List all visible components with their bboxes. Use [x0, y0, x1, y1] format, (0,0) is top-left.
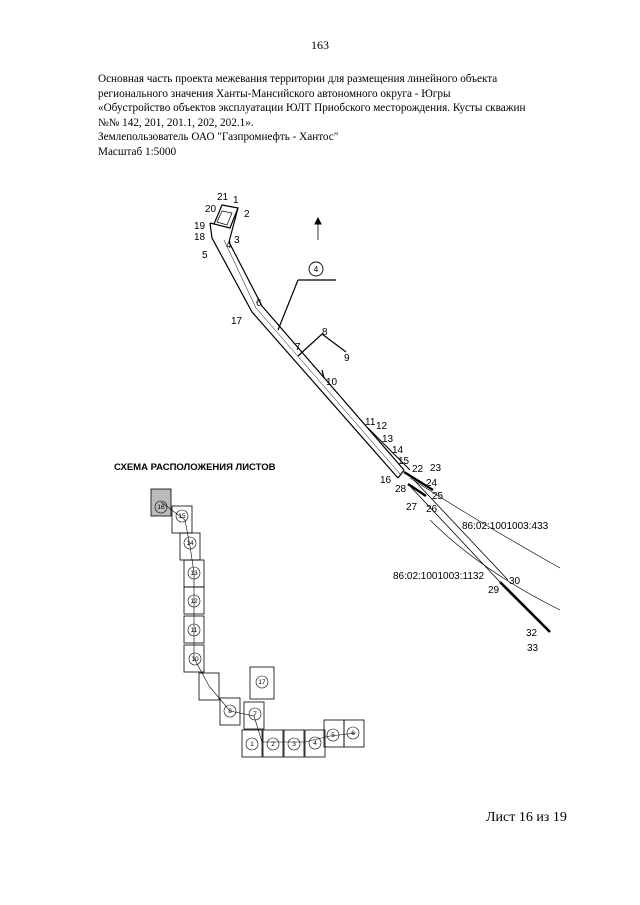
point-label-25: 25 — [432, 491, 444, 502]
header-line-2: регионального значения Ханты-Мансийского… — [98, 87, 451, 100]
pipeline-thick-2 — [407, 483, 427, 497]
parcel-boundary-1132 — [429, 519, 561, 611]
point-label-3: 3 — [234, 235, 240, 246]
schema-label-11: 11 — [191, 627, 198, 634]
point-label-16: 16 — [380, 475, 392, 486]
schema-sheet-4 — [304, 729, 326, 758]
point-label-12: 12 — [376, 421, 388, 432]
header-line-3: «Обустройство объектов эксплуатации ЮЛТ … — [98, 102, 526, 114]
schema-grid — [150, 488, 365, 758]
corridor-left-edge — [209, 222, 399, 479]
point-label-13: 13 — [382, 434, 394, 445]
schema-label-8: 8 — [228, 708, 232, 715]
corridor-end-cap — [397, 469, 405, 479]
point-label-11: 11 — [365, 417, 376, 428]
schema-label-13: 13 — [190, 570, 198, 577]
well-pad-inner — [216, 210, 233, 226]
point-label-24: 24 — [426, 478, 438, 489]
schema-sheet-1 — [241, 729, 263, 758]
schema-label-6: 6 — [351, 730, 355, 737]
header-line-6: Масштаб 1:5000 — [98, 145, 177, 158]
parcel-label-1132: 86:02:1001003:1132 — [393, 571, 484, 582]
header-line-5: Землепользователь ОАО "Газпромнефть - Ха… — [98, 131, 339, 143]
point-label-20: 20 — [205, 204, 217, 215]
sheet-marker-label: 4 — [314, 265, 319, 274]
north-arrow-icon — [314, 216, 322, 240]
sheet-marker-leader — [277, 279, 299, 331]
schema-sheet-3 — [283, 729, 305, 758]
point-label-14: 14 — [392, 445, 404, 456]
point-label-22: 22 — [412, 464, 424, 475]
schema-label-3: 3 — [292, 741, 296, 748]
schema-label-2: 2 — [271, 741, 275, 748]
schema-label-5: 5 — [331, 732, 335, 739]
pipeline-thick-1 — [403, 470, 434, 492]
document-header: Основная часть проекта межевания террито… — [98, 72, 568, 159]
point-label-26: 26 — [426, 504, 438, 515]
schema-label-12: 12 — [190, 598, 198, 605]
point-label-15: 15 — [398, 456, 410, 467]
pipeline-continuation — [403, 470, 561, 633]
schema-label-10: 10 — [191, 656, 199, 663]
schema-sheet-9 — [198, 672, 220, 701]
schema-sheet-labels: 16 15 14 13 12 11 10 8 7 17 1 2 3 4 5 6 — [157, 504, 355, 748]
schema-label-4: 4 — [313, 740, 317, 747]
point-label-8: 8 — [322, 327, 328, 338]
page-number: 163 — [311, 38, 329, 52]
schema-sheet-7 — [243, 701, 265, 730]
pipeline-thick-3 — [499, 581, 551, 633]
point-label-32: 32 — [526, 628, 538, 639]
point-label-4: 4 — [226, 240, 232, 251]
schema-sheet-numbers — [154, 500, 360, 751]
schema-sheet-6 — [343, 719, 365, 748]
segment-11-15 — [367, 427, 411, 471]
point-label-6: 6 — [256, 298, 262, 309]
header-line-1: Основная часть проекта межевания террито… — [98, 73, 498, 85]
pipeline-thin-2 — [413, 479, 509, 581]
branch-7-8-9 — [297, 333, 347, 357]
schema-label-16: 16 — [157, 504, 165, 511]
point-label-28: 28 — [395, 484, 407, 495]
point-label-10: 10 — [326, 377, 338, 388]
point-label-29: 29 — [488, 585, 500, 596]
point-label-18: 18 — [194, 232, 206, 243]
schema-label-7: 7 — [253, 711, 257, 718]
schema-title: СХЕМА РАСПОЛОЖЕНИЯ ЛИСТОВ — [114, 462, 276, 473]
sheet-marker-circle — [308, 261, 324, 277]
pipeline-thin-1 — [407, 483, 501, 583]
schema-sheet-17 — [249, 666, 275, 700]
point-label-33: 33 — [527, 643, 539, 654]
point-label-1: 1 — [233, 195, 239, 206]
schema-sheet-16 — [150, 488, 172, 517]
point-label-5: 5 — [202, 250, 208, 261]
schema-sheet-2 — [262, 729, 284, 758]
sheet-counter: Лист 16 из 19 — [486, 810, 567, 825]
schema-label-1: 1 — [250, 741, 254, 748]
schema-sheet-8 — [219, 697, 241, 726]
point-label-23: 23 — [430, 463, 442, 474]
corridor-inner-10 — [321, 369, 325, 379]
schema-label-17: 17 — [258, 679, 266, 686]
schema-label-15: 15 — [178, 513, 186, 520]
point-labels: 21 20 1 2 19 18 3 4 5 6 17 8 7 9 10 11 1… — [194, 192, 539, 654]
point-label-27: 27 — [406, 502, 418, 513]
schema-label-14: 14 — [186, 540, 194, 547]
well-pad-outline — [213, 204, 239, 229]
point-label-7: 7 — [295, 342, 301, 353]
corridor-outline — [209, 204, 411, 479]
parcel-label-433: 86:02:1001003:433 — [462, 521, 549, 532]
corridor-centerline — [223, 239, 401, 475]
corridor-right-edge — [228, 207, 405, 471]
schema-route-line — [160, 501, 357, 743]
point-label-19: 19 — [194, 221, 206, 232]
header-line-4: №№ 142, 201, 201.1, 202, 202.1». — [98, 116, 254, 129]
point-label-17: 17 — [231, 316, 243, 327]
point-label-21: 21 — [217, 192, 229, 203]
point-label-30: 30 — [509, 576, 521, 587]
point-label-2: 2 — [244, 209, 250, 220]
point-label-9: 9 — [344, 353, 350, 364]
corridor-top-cap — [209, 222, 215, 225]
parcel-boundary-433 — [409, 477, 561, 569]
